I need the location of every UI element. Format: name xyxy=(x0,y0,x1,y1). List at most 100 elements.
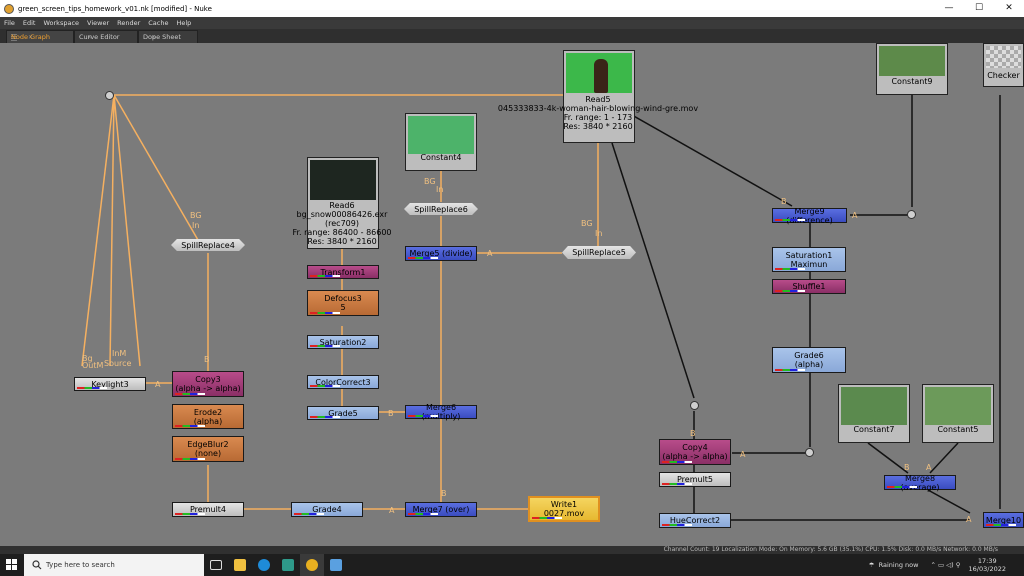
node-sublabel: (none) xyxy=(194,449,222,458)
title-bar: green_screen_tips_homework_v01.nk [modif… xyxy=(0,0,1024,17)
channel-indicator xyxy=(310,275,340,277)
dot-node[interactable] xyxy=(805,448,814,457)
tab-dope-sheet[interactable]: Dope Sheet ✕ xyxy=(138,30,198,43)
node-label: Write1 xyxy=(550,500,578,509)
constant9-label: Constant9 xyxy=(891,77,933,86)
menu-cache[interactable]: Cache xyxy=(148,19,169,27)
colorcorrect3-node[interactable]: ColorCorrect3 xyxy=(307,375,379,389)
spillreplace5-node[interactable]: SpillReplace5 xyxy=(562,246,636,259)
premult5-node[interactable]: Premult5 xyxy=(659,472,731,487)
woman-silhouette-icon xyxy=(594,59,608,93)
grade4-node[interactable]: Grade4 xyxy=(291,502,363,517)
weather-text[interactable]: Raining now xyxy=(878,561,919,569)
merge6-node[interactable]: Merge6 (multiply) xyxy=(405,403,477,421)
spillreplace6-node[interactable]: SpillReplace6 xyxy=(404,203,478,215)
nuke-taskbar-button[interactable] xyxy=(300,554,324,576)
pipe-label-b: B xyxy=(781,197,787,206)
tab-label: Dope Sheet xyxy=(143,32,181,41)
spillreplace4-node[interactable]: SpillReplace4 xyxy=(171,239,245,251)
merge9-node[interactable]: Merge9 (difference) xyxy=(772,207,847,225)
edge-icon xyxy=(258,559,270,571)
task-view-icon xyxy=(210,560,222,570)
read6-file: bg_snow00086426.exr xyxy=(296,210,388,219)
close-icon[interactable]: ✕ xyxy=(151,33,157,41)
constant5-node[interactable]: Constant5 xyxy=(922,384,994,443)
menu-bar: File Edit Workspace Viewer Render Cache … xyxy=(0,17,1024,29)
read6-range: Fr. range: 86400 - 86600 xyxy=(292,228,392,237)
menu-file[interactable]: File xyxy=(4,19,15,27)
app-m-button[interactable] xyxy=(276,554,300,576)
node-label: SpillReplace5 xyxy=(572,248,626,257)
menu-render[interactable]: Render xyxy=(117,19,141,27)
edge-browser-button[interactable] xyxy=(252,554,276,576)
node-label: Copy4 xyxy=(682,443,708,452)
node-label: Grade6 xyxy=(794,351,824,360)
file-explorer-button[interactable] xyxy=(228,554,252,576)
maximize-button[interactable]: ☐ xyxy=(974,3,984,13)
huecorrect2-node[interactable]: HueCorrect2 xyxy=(659,513,731,528)
node-label: Keylight3 xyxy=(91,379,129,389)
node-sublabel: 5 xyxy=(340,303,346,312)
read6-label: Read6 xyxy=(329,201,355,210)
tab-node-graph[interactable]: Node Graph ✕ xyxy=(6,30,74,43)
read5-node[interactable] xyxy=(563,50,635,143)
node-connections xyxy=(81,91,1001,521)
constant7-node[interactable]: Constant7 xyxy=(838,384,910,443)
app-blue-icon xyxy=(330,559,342,571)
merge5-node[interactable]: Merge5 (divide) xyxy=(405,246,477,261)
pipe-label-in: In xyxy=(192,221,200,230)
read6-node[interactable] xyxy=(307,157,379,249)
close-icon[interactable]: ✕ xyxy=(87,33,93,41)
node-sublabel: Maximun xyxy=(790,259,828,269)
node-sublabel: (alpha -> alpha) xyxy=(662,452,728,461)
tab-curve-editor[interactable]: Curve Editor ✕ xyxy=(74,30,138,43)
transform1-node[interactable]: Transform1 xyxy=(307,265,379,279)
node-label: Saturation1 xyxy=(785,250,833,260)
dot-node[interactable] xyxy=(907,210,916,219)
constant9-node[interactable]: Constant9 xyxy=(876,43,948,95)
checker-label: Checker xyxy=(987,71,1020,80)
saturation2-node[interactable]: Saturation2 xyxy=(307,335,379,349)
constant4-node[interactable]: Constant4 xyxy=(405,113,477,171)
search-placeholder: Type here to search xyxy=(46,561,115,569)
grade5-node[interactable]: Grade5 xyxy=(307,406,379,420)
dot-node[interactable] xyxy=(690,401,699,410)
checker-node[interactable]: Checker xyxy=(983,43,1024,87)
keylight3-node[interactable]: Keylight3 xyxy=(74,377,146,391)
edgeblur2-node[interactable]: EdgeBlur2(none) xyxy=(172,436,244,462)
windows-start-button[interactable] xyxy=(0,554,24,576)
menu-viewer[interactable]: Viewer xyxy=(87,19,110,27)
merge8-node[interactable]: Merge8 (average) xyxy=(884,474,956,492)
premult4-node[interactable]: Premult4 xyxy=(172,502,244,517)
copy4-node[interactable]: Copy4(alpha -> alpha) xyxy=(659,439,731,465)
minimize-button[interactable]: — xyxy=(944,3,954,13)
erode2-node[interactable]: Erode2(alpha) xyxy=(172,404,244,429)
tray-icons[interactable]: ⌃ ▭ ◁) ⚲ xyxy=(930,561,961,569)
close-button[interactable]: ✕ xyxy=(1005,3,1013,13)
menu-help[interactable]: Help xyxy=(176,19,192,27)
menu-edit[interactable]: Edit xyxy=(22,19,36,27)
clock[interactable]: 17:39 16/03/2022 xyxy=(969,557,1006,573)
grade6-node[interactable]: Grade6(alpha) xyxy=(772,347,846,373)
merge10-node[interactable]: Merge10 xyxy=(983,512,1024,528)
channel-indicator xyxy=(775,219,805,221)
pipe-label-b: B xyxy=(904,463,910,472)
node-graph-canvas[interactable]: Read5 045333833-4k-woman-hair-blowing-wi… xyxy=(0,43,1024,546)
close-icon[interactable]: ✕ xyxy=(28,33,34,41)
taskbar-search-box[interactable]: Type here to search xyxy=(24,554,204,576)
pipe-label-source: Source xyxy=(104,359,132,368)
task-view-button[interactable] xyxy=(204,554,228,576)
constant4-preview xyxy=(408,116,474,154)
node-label: Merge6 (multiply) xyxy=(421,403,461,421)
menu-workspace[interactable]: Workspace xyxy=(43,19,80,27)
dot-node[interactable] xyxy=(105,91,114,100)
app-blue-button[interactable] xyxy=(324,554,348,576)
weather-icon: ☂ xyxy=(868,561,875,569)
merge7-node[interactable]: Merge7 (over) xyxy=(405,502,477,517)
copy3-node[interactable]: Copy3(alpha -> alpha) xyxy=(172,371,244,397)
shuffle1-node[interactable]: Shuffle1 xyxy=(772,279,846,294)
pipe-label-in: In xyxy=(436,185,444,194)
